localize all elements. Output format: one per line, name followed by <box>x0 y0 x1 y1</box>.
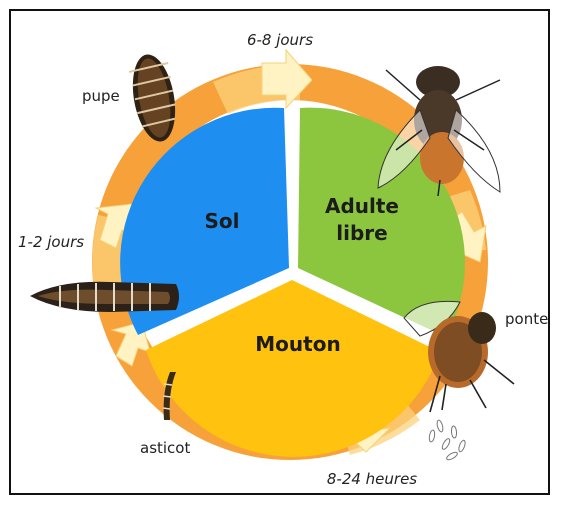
segment-adulte-label-line1: Adulte <box>325 194 399 218</box>
stage-ponte-label: ponte <box>505 310 548 328</box>
segment-adulte-label-line2: libre <box>336 221 387 245</box>
eggs-illustration <box>428 420 466 462</box>
segment-sol-label: Sol <box>205 209 240 233</box>
stage-asticot-label: asticot <box>140 439 190 457</box>
duration-bottom-label: 8-24 heures <box>327 470 417 488</box>
larva-illustration <box>30 282 179 312</box>
duration-left-label: 1-2 jours <box>18 233 84 251</box>
segment-mouton-label: Mouton <box>255 332 340 356</box>
duration-top-label: 6-8 jours <box>247 31 313 49</box>
stage-pupe-label: pupe <box>82 87 120 105</box>
